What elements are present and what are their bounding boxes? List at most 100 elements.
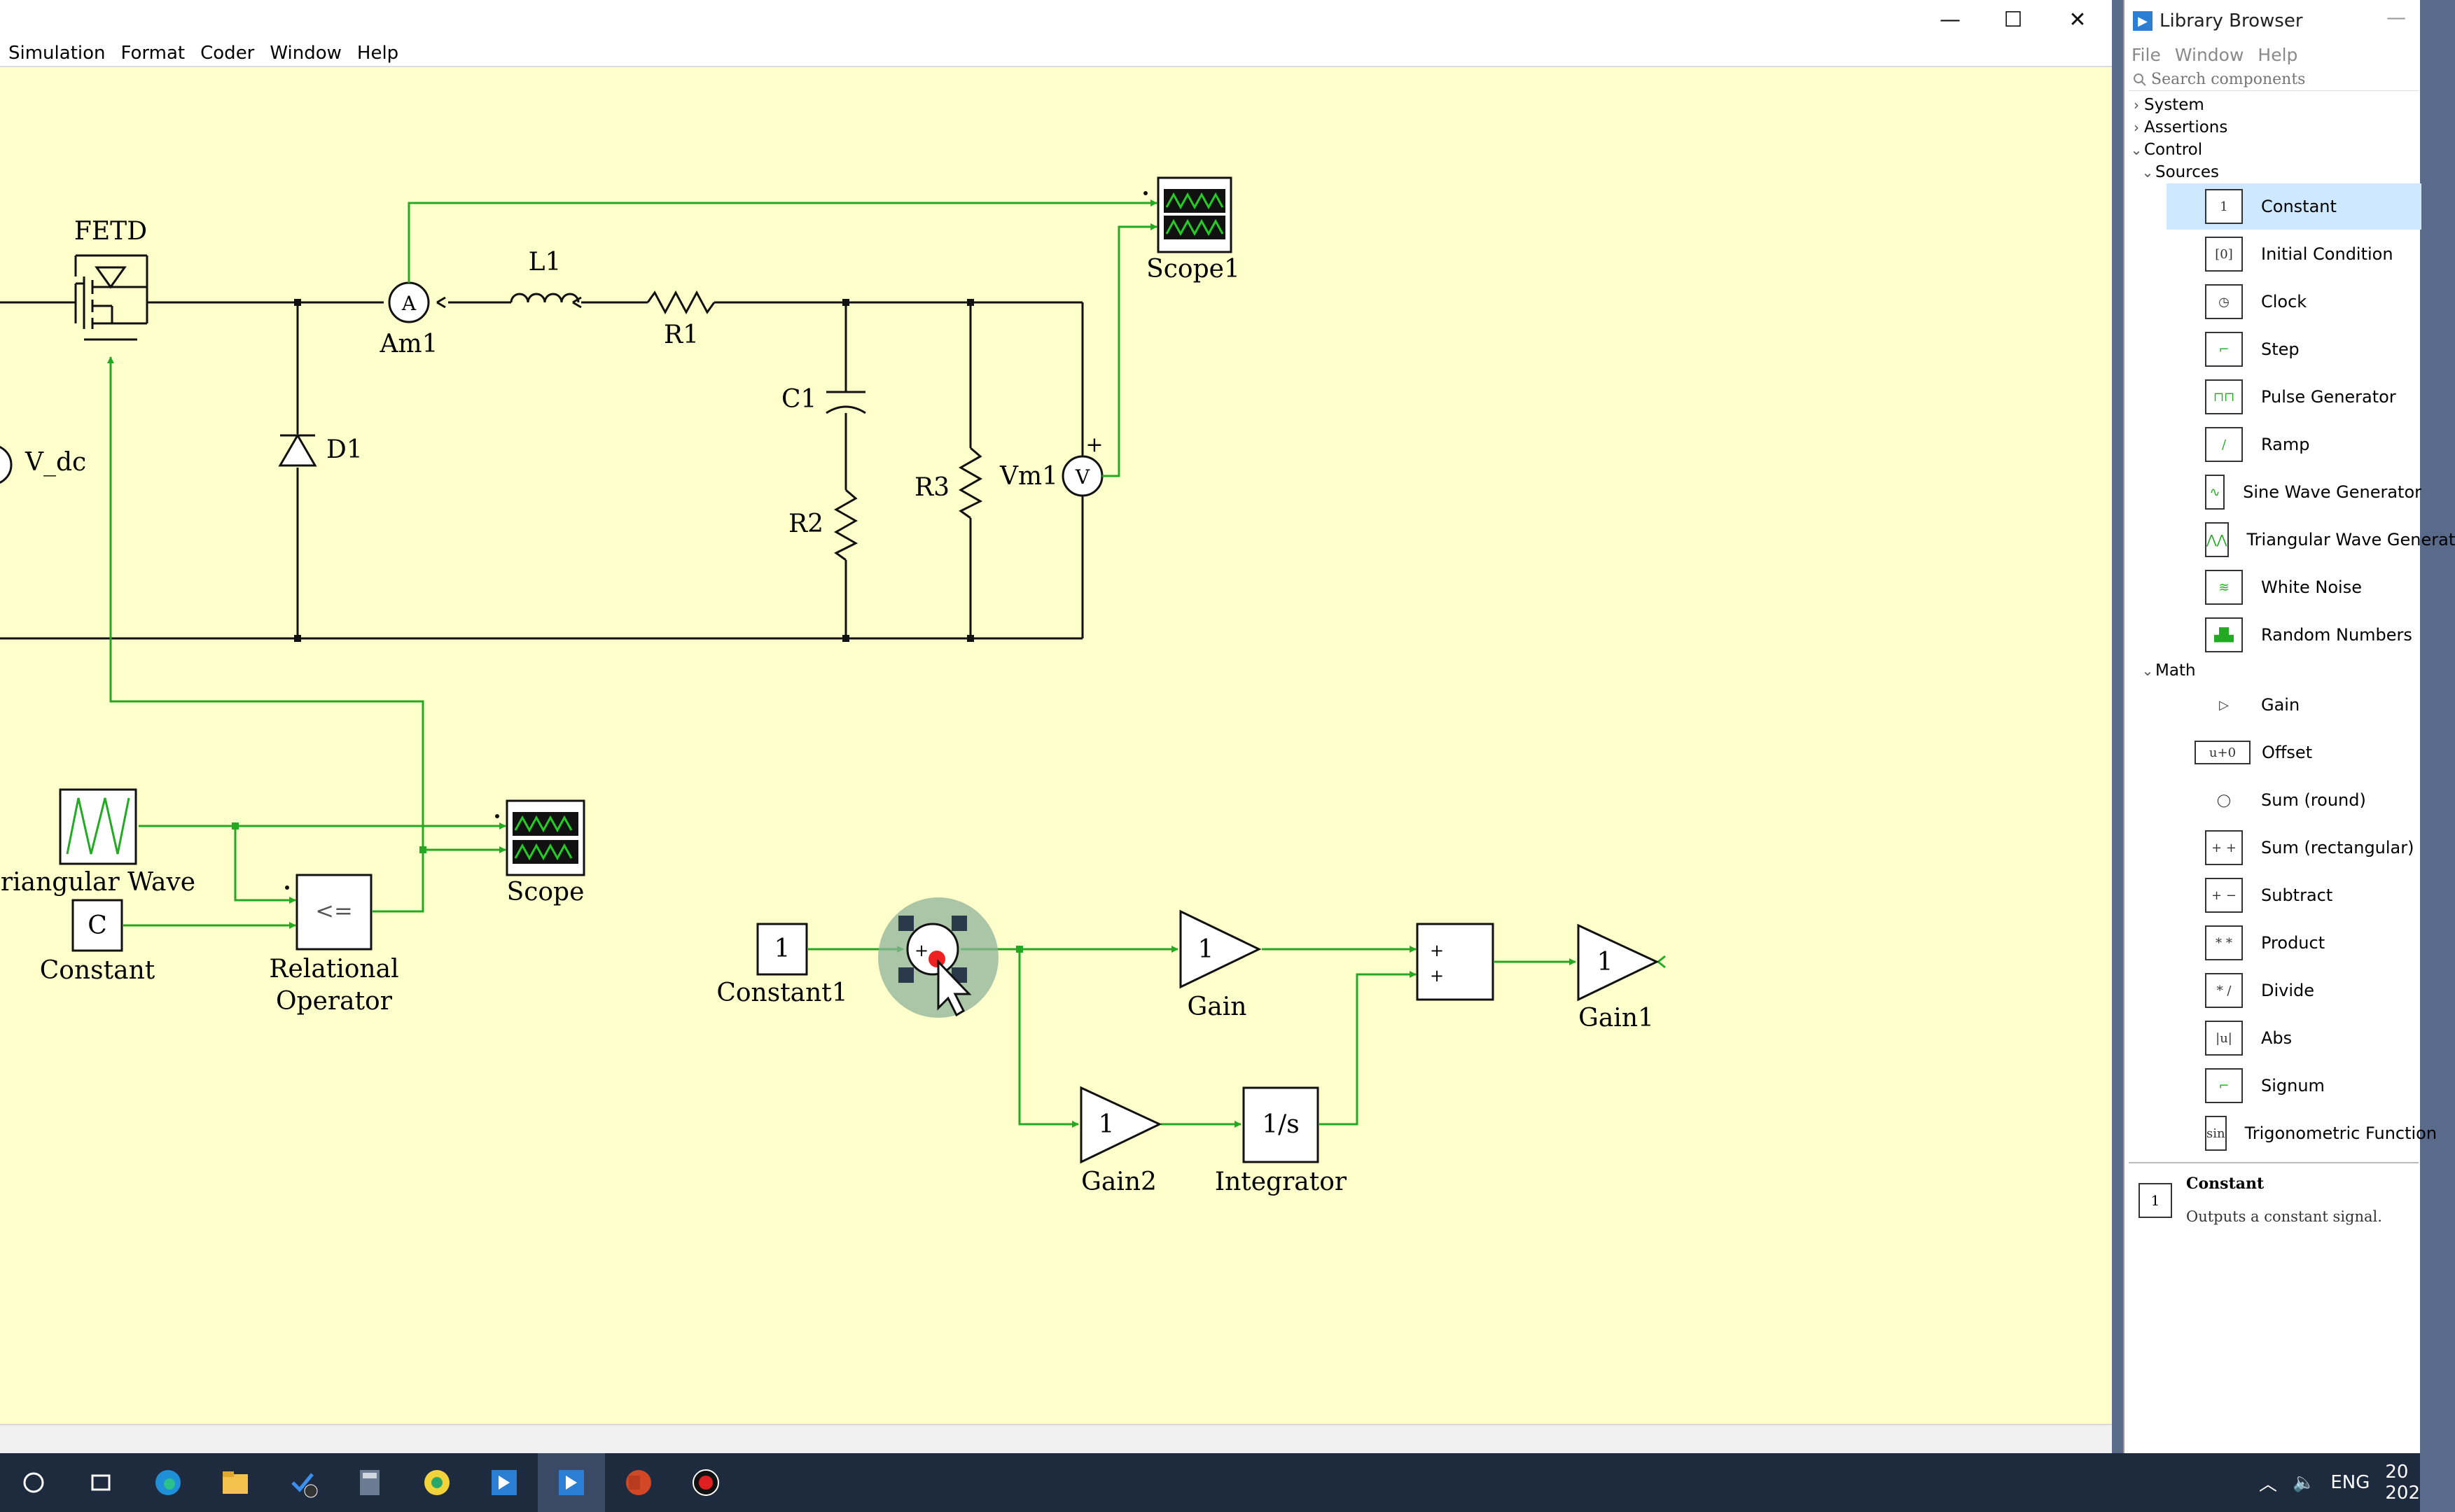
library-item-step[interactable]: ⌐Step [2167,326,2421,372]
triangular-wave-block[interactable] [59,788,137,865]
taskbar-xcos[interactable] [471,1453,538,1512]
tree-node-sources[interactable]: ⌄Sources [2140,161,2219,183]
folder-icon [223,1471,248,1494]
label-integrator: Integrator [1215,1168,1347,1196]
library-item-label: Divide [2261,981,2315,1000]
tree-node-control[interactable]: ⌄Control [2129,139,2203,161]
gain1-block[interactable] [1577,923,1660,1002]
integrator-block[interactable] [1242,1086,1319,1163]
scope-block[interactable] [495,799,585,876]
tree-node-system[interactable]: ›System [2129,94,2204,116]
vm1-plus-sign: + [1085,433,1103,457]
library-search-input[interactable] [2151,71,2403,88]
chevron-down-icon: ⌄ [2141,164,2154,181]
close-button[interactable]: ✕ [2068,7,2087,32]
start-search-button[interactable] [0,1453,67,1512]
ammeter-am1[interactable] [388,281,446,323]
taskbar-file-explorer[interactable] [202,1453,269,1512]
sum-round-block-selected[interactable] [878,897,999,1018]
taskbar-powerpoint[interactable] [605,1453,672,1512]
constant-block[interactable] [71,899,123,952]
inductor-l1[interactable] [510,293,582,309]
taskbar-recorder[interactable] [672,1453,739,1512]
library-menu-window[interactable]: Window [2174,44,2244,65]
diode-d1[interactable] [278,433,317,467]
library-menu-help[interactable]: Help [2258,44,2298,65]
menu-window[interactable]: Window [270,43,342,64]
library-search-box [2129,69,2419,91]
menu-format[interactable]: Format [120,43,186,64]
todo-check-icon [291,1473,318,1498]
fetd-block[interactable] [74,254,148,341]
volume-icon[interactable]: 🔈 [2292,1472,2316,1493]
library-item-clock[interactable]: ◷Clock [2167,279,2421,325]
taskbar-todo[interactable] [269,1453,336,1512]
task-view-button[interactable] [67,1453,134,1512]
voltage-source-vdc[interactable] [0,445,13,484]
library-item-signum[interactable]: ⌐Signum [2167,1063,2421,1109]
library-item-initial-condition[interactable]: [0]Initial Condition [2167,231,2421,277]
taskbar-edge[interactable] [134,1453,202,1512]
library-item-sine-wave-generator[interactable]: ∿Sine Wave Generator [2167,469,2421,515]
resistor-r1[interactable] [646,290,716,315]
capacitor-c1[interactable] [826,391,866,414]
library-minimize-button[interactable]: — [2386,6,2406,29]
resistor-r3[interactable] [958,447,983,519]
tray-language[interactable]: ENG [2330,1472,2370,1493]
model-canvas[interactable]: FETD A Am1 L1 R1 V_dc [0,67,2112,1424]
sum-rectangular-block[interactable] [1416,923,1494,1001]
library-menu-file[interactable]: File [2131,44,2161,65]
label-scope1: Scope1 [1146,255,1240,284]
tree-node-assertions[interactable]: ›Assertions [2129,116,2227,139]
gain-block[interactable] [1179,909,1262,989]
horizontal-scrollbar[interactable] [0,1424,2112,1453]
library-item-ramp[interactable]: /Ramp [2167,421,2421,468]
library-item-pulse-generator[interactable]: ⊓⊓Pulse Generator [2167,374,2421,420]
library-item-gain[interactable]: ▷Gain [2167,682,2421,728]
library-app-icon: ▶ [2133,11,2153,31]
maximize-button[interactable]: ☐ [2003,7,2023,32]
tray-clock[interactable]: 20 202 [2385,1462,2420,1504]
chevron-down-icon: ⌄ [2141,662,2154,679]
library-item-sum-round[interactable]: ◯Sum (round) [2167,777,2421,823]
menu-coder[interactable]: Coder [200,43,255,64]
app-circle-icon [424,1470,450,1495]
library-item-abs[interactable]: |u|Abs [2167,1015,2421,1061]
scope1-block[interactable] [1143,176,1232,253]
constant1-block[interactable] [756,923,808,976]
library-item-label: Offset [2262,743,2313,762]
taskbar-calculator[interactable] [336,1453,403,1512]
library-browser-panel: ▶ Library Browser — File Window Help ›Sy… [2123,0,2455,1453]
block-diagram: FETD A Am1 L1 R1 V_dc [0,176,1666,1196]
menu-simulation[interactable]: Simulation [8,43,106,64]
menu-bar: Simulation Format Coder Window Help [0,41,2112,67]
label-d1: D1 [326,435,363,464]
library-menu-bar: File Window Help [2124,42,2421,67]
menu-help[interactable]: Help [356,43,399,64]
library-item-triangular-wave-generator[interactable]: ⋀⋀Triangular Wave Generat [2167,517,2455,563]
tree-node-math[interactable]: ⌄Math [2140,659,2196,682]
library-item-subtract[interactable]: + −Subtract [2167,872,2421,918]
taskbar-xcos-active[interactable] [538,1453,605,1512]
library-item-label: Pulse Generator [2261,387,2396,407]
sum-plus-sign: + [914,941,929,960]
library-item-white-noise[interactable]: ≋White Noise [2167,564,2421,610]
tray-chevron-up-icon[interactable]: ︿ [2258,1474,2277,1495]
signal-junctions [232,822,1023,953]
gain2-block[interactable] [1080,1086,1162,1164]
relational-operator-block[interactable] [285,874,373,951]
record-icon [693,1469,719,1496]
library-item-divide[interactable]: * /Divide [2167,967,2421,1014]
white-noise-icon: ≋ [2205,570,2243,605]
library-item-product[interactable]: * *Product [2167,920,2421,966]
sine-wave-icon: ∿ [2205,475,2225,510]
library-item-random-numbers[interactable]: ▟▙Random Numbers [2167,612,2421,658]
library-item-sum-rectangular[interactable]: + +Sum (rectangular) [2167,825,2421,871]
search-circle-icon [23,1472,44,1493]
minimize-button[interactable]: — [1940,7,1961,32]
resistor-r2[interactable] [833,489,858,561]
taskbar-app-yellow[interactable] [403,1453,471,1512]
